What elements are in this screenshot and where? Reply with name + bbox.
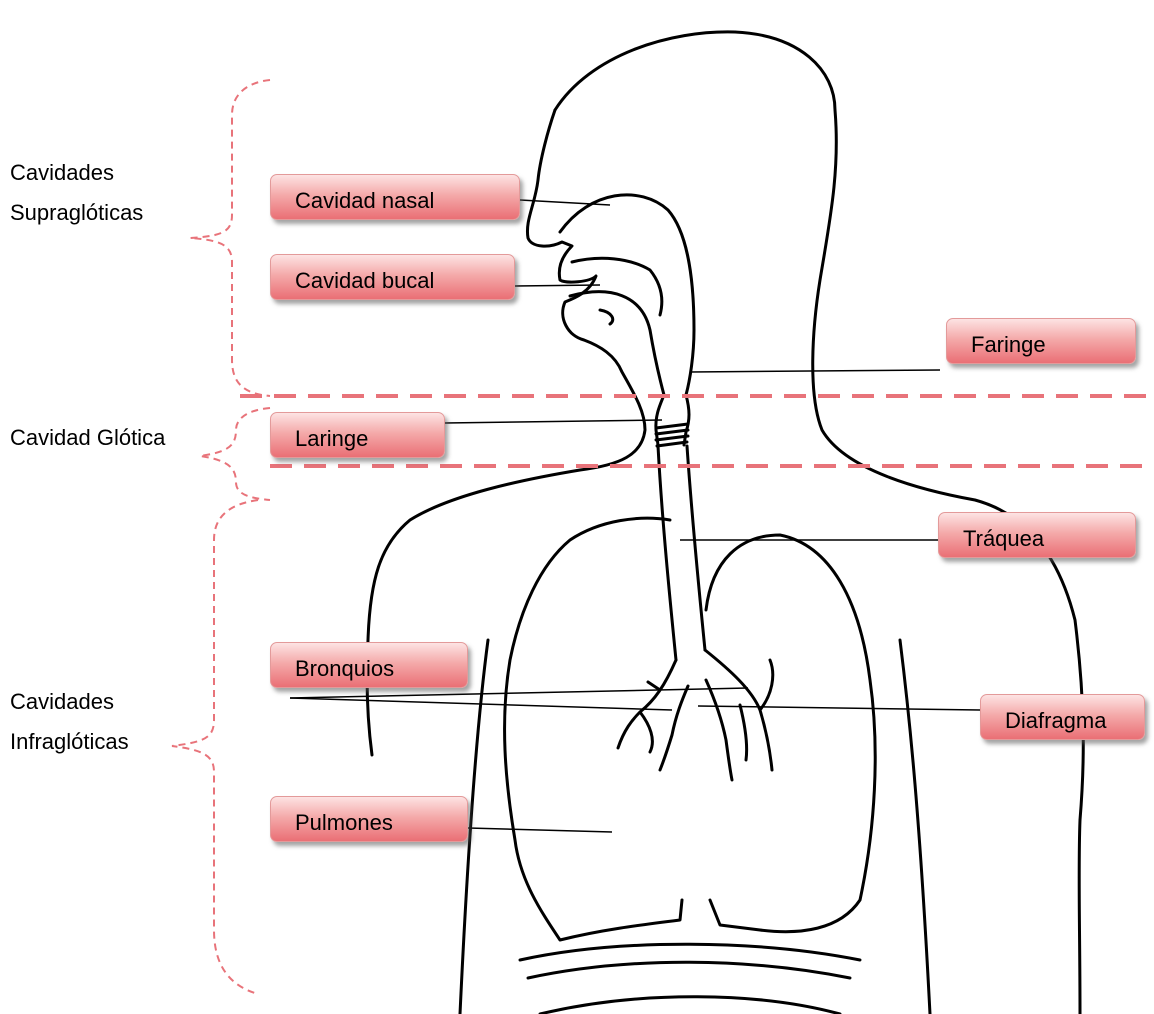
trachea-left [658,446,676,660]
trachea-right [687,446,705,650]
left-bronchus-inner [660,686,688,770]
leader-pulmones [468,828,612,832]
label-cavidad-bucal: Cavidad bucal [270,254,515,300]
brace-glottic [200,408,270,500]
leader-laringe [445,420,662,423]
diaphragm [520,944,860,1014]
right-lung [706,535,875,932]
region-supraglottic: Cavidades Supraglóticas [10,153,143,233]
palate-outline [572,258,662,315]
label-diafragma: Diafragma [980,694,1145,740]
leader-faringe [690,370,940,372]
label-laringe: Laringe [270,412,445,458]
region-glottic: Cavidad Glótica [10,418,165,458]
label-traquea: Tráquea [938,512,1136,558]
brace-supraglottic [190,80,270,396]
region-infraglottic: Cavidades Infraglóticas [10,682,129,762]
right-bronchus-inner [706,680,732,780]
label-bronquios: Bronquios [270,642,468,688]
label-cavidad-nasal: Cavidad nasal [270,174,520,220]
tongue-outline [570,292,664,395]
tongue-tip [600,310,613,324]
brace-infraglottic [172,500,258,994]
right-bronchus [705,650,773,770]
label-pulmones: Pulmones [270,796,468,842]
leader-bronquios-1 [290,688,748,698]
larynx-rings [656,424,688,446]
label-faringe: Faringe [946,318,1136,364]
left-lung [505,518,682,940]
leader-bucal [515,285,600,286]
right-arm [900,640,930,1014]
region-braces [172,80,270,994]
left-bronchus [618,660,676,752]
